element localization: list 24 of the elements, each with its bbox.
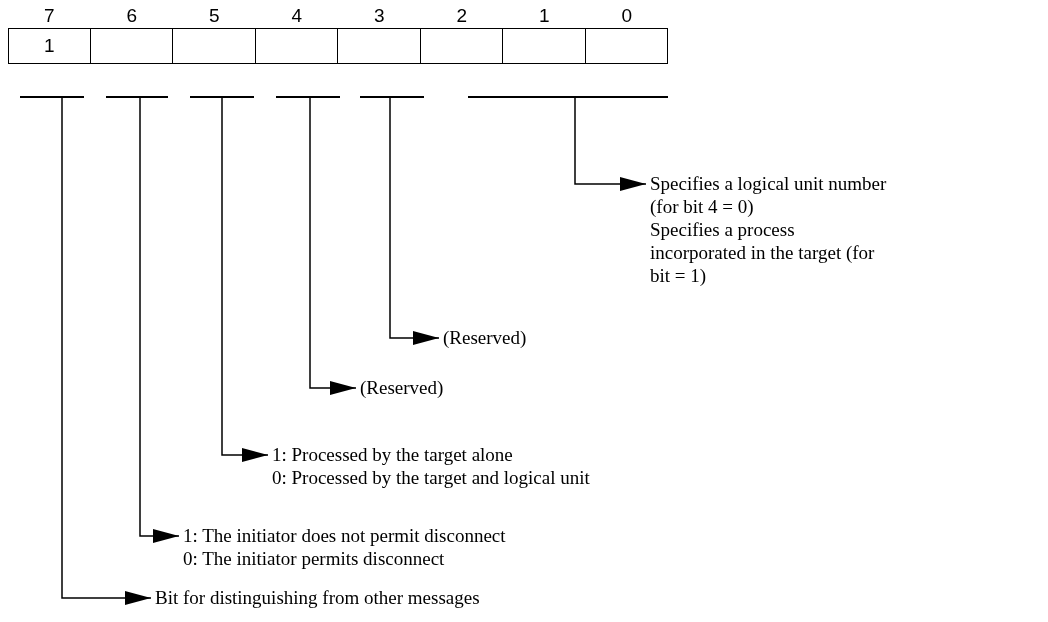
bit-cell: 1 bbox=[8, 28, 91, 64]
bit-number: 0 bbox=[620, 6, 634, 26]
description-text: Specifies a process incorporated in the target (for bit = 1) bbox=[650, 218, 876, 287]
description-text: 0: The initiator permits disconnect bbox=[183, 547, 446, 570]
description-text: Bit for distinguishing from other messages bbox=[155, 586, 480, 609]
description-text: 1: Processed by the target alone bbox=[272, 443, 514, 466]
leader-arrow bbox=[574, 97, 647, 191]
leader-arrow bbox=[221, 97, 269, 462]
description-text: (Reserved) bbox=[360, 376, 444, 399]
bit-number: 4 bbox=[290, 6, 304, 26]
bit-number: 5 bbox=[207, 6, 221, 26]
bit-number: 7 bbox=[42, 6, 56, 26]
leader-arrow bbox=[389, 97, 440, 345]
description-text: 1: The initiator does not permit disconnect bbox=[183, 524, 506, 547]
bit-number: 2 bbox=[455, 6, 469, 26]
bit-number: 1 bbox=[537, 6, 551, 26]
bit-number: 6 bbox=[125, 6, 139, 26]
description-text: 0: Processed by the target and logical unit bbox=[272, 466, 590, 489]
leader-arrow bbox=[139, 97, 180, 543]
description-text: Specifies a logical unit number (for bit 4 = 0) bbox=[650, 172, 888, 218]
bit-number: 3 bbox=[372, 6, 386, 26]
leader-arrow bbox=[309, 97, 357, 395]
leader-arrow bbox=[61, 97, 152, 605]
description-text: (Reserved) bbox=[443, 326, 527, 349]
